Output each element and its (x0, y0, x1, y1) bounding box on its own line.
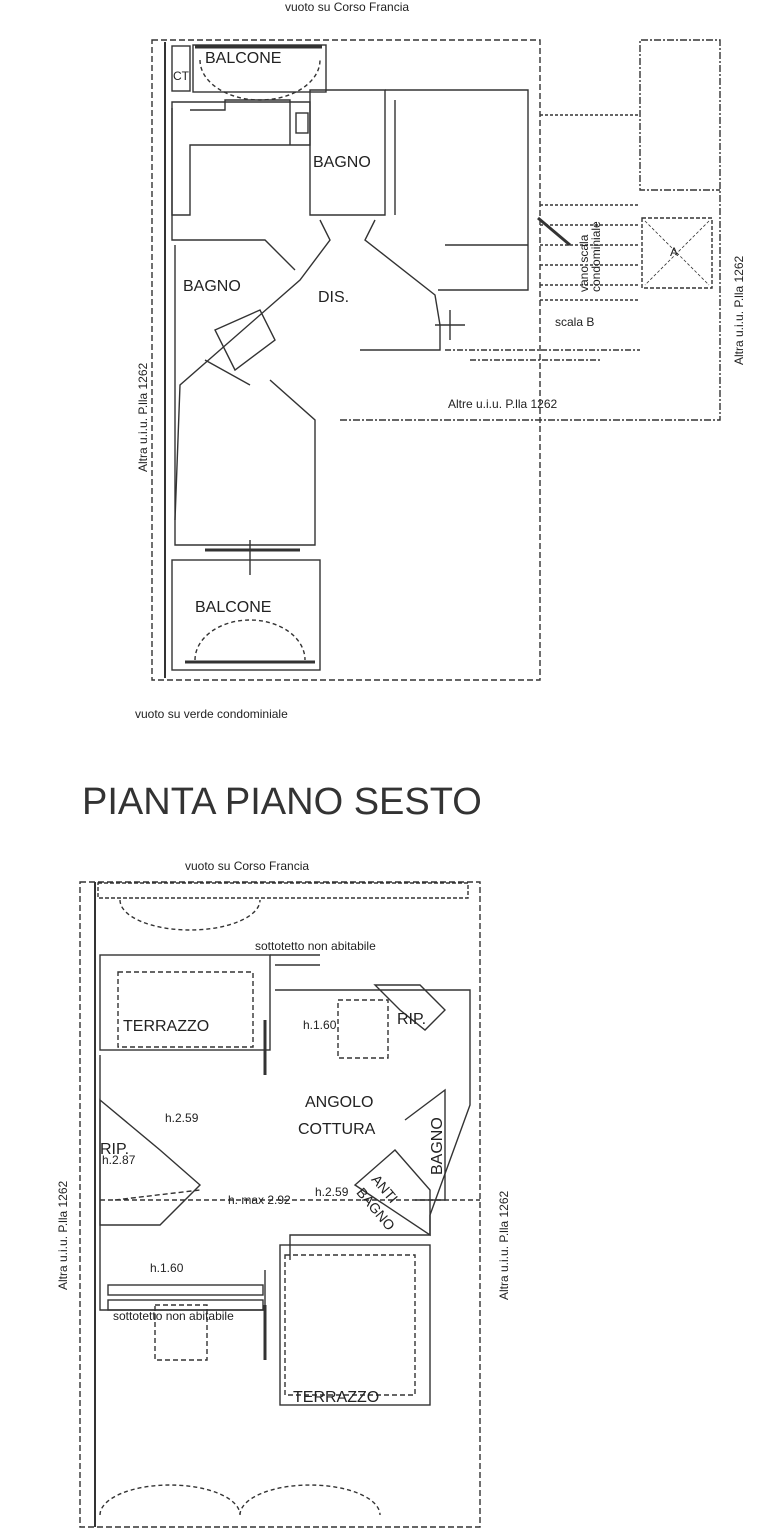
attic-bottom-label: sottotetto non abitabile (113, 1309, 234, 1323)
room-terrazzo-top: TERRAZZO (123, 1018, 210, 1035)
attic-top-label: sottotetto non abitabile (255, 939, 376, 953)
neighbor-left-label: Altra u.i.u. P.lla 1262 (136, 362, 150, 472)
upper-bottom-note: vuoto su verde condominiale (135, 707, 288, 721)
room-cottura: COTTURA (298, 1121, 376, 1138)
height-2-59-left: h.2.59 (165, 1111, 199, 1125)
height-1-60-bottom: h.1.60 (150, 1261, 184, 1275)
page-title: PIANTA PIANO SESTO (82, 781, 482, 823)
room-bagno-1: BAGNO (313, 154, 371, 171)
room-balcone-bottom: BALCONE (195, 599, 272, 616)
room-rip-left: RIP. (100, 1141, 130, 1158)
height-2-87: h.2.87 (102, 1153, 136, 1167)
height-2-59-bottom: h.2.59 (315, 1185, 349, 1199)
room-bagno: BAGNO (429, 1117, 446, 1175)
lower-neighbor-right-label: Altra u.i.u. P.lla 1262 (497, 1190, 511, 1300)
lower-top-note: vuoto su Corso Francia (185, 859, 310, 873)
neighbor-right-label: Altra u.i.u. P.lla 1262 (732, 255, 746, 365)
upper-top-note: vuoto su Corso Francia (285, 0, 410, 14)
stair-well-label-2: condominiale (589, 221, 603, 292)
room-angolo: ANGOLO (305, 1094, 374, 1111)
room-ct: CT (173, 69, 189, 83)
room-bagno-2: BAGNO (183, 278, 241, 295)
room-rip-top: RIP. (397, 1011, 427, 1028)
room-terrazzo-bottom: TERRAZZO (293, 1389, 380, 1406)
height-max-2-92: h. max 2.92 (228, 1193, 291, 1207)
height-1-60-top: h.1.60 (303, 1018, 337, 1032)
lift-label: A (670, 245, 679, 259)
room-balcone-top: BALCONE (205, 50, 282, 67)
room-dis: DIS. (318, 289, 350, 306)
scala-b-label: scala B (555, 315, 595, 329)
neighbor-bottom-label: Altre u.i.u. P.lla 1262 (448, 397, 558, 411)
lower-neighbor-left-label: Altra u.i.u. P.lla 1262 (56, 1180, 70, 1290)
upper-plan-walls (151, 39, 721, 681)
lower-plan-walls (79, 881, 481, 1528)
